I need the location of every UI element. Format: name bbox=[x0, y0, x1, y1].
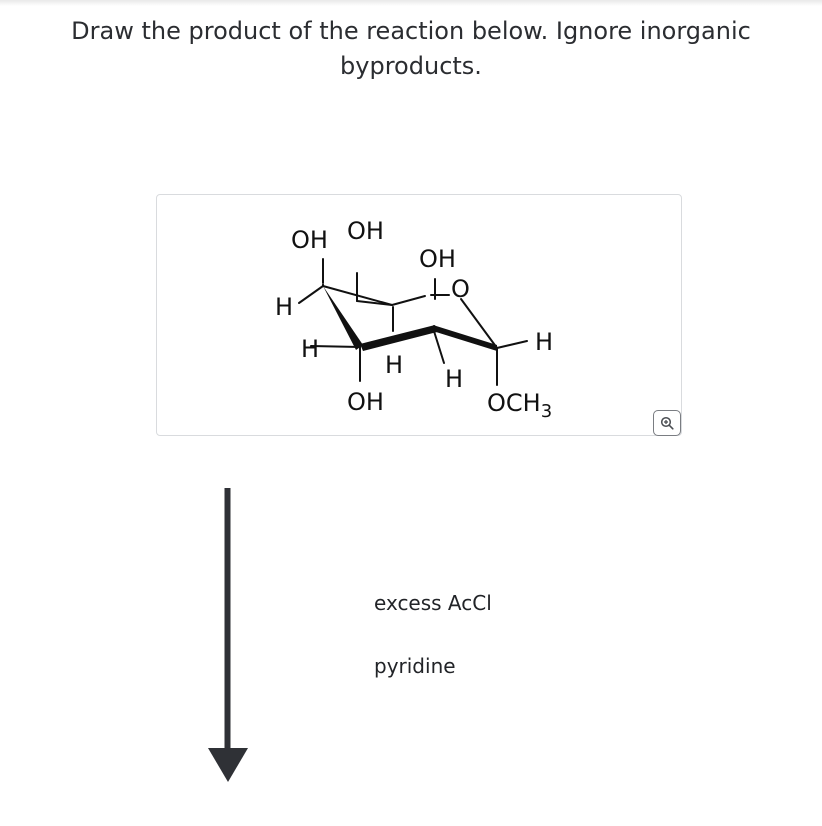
bond-c1-h bbox=[496, 340, 528, 349]
top-edge-shadow bbox=[0, 0, 822, 6]
label-h-mid: H bbox=[385, 351, 403, 379]
question-text: Draw the product of the reaction below. … bbox=[60, 14, 762, 84]
bond-c5-ringO bbox=[391, 295, 426, 306]
zoom-in-icon bbox=[660, 416, 674, 430]
wedge-right bbox=[433, 325, 497, 351]
label-och3-main: OCH bbox=[487, 389, 541, 417]
reaction-arrow-head bbox=[208, 748, 248, 782]
bond-c4-c5 bbox=[322, 285, 393, 306]
label-och3-subscript: 3 bbox=[541, 401, 552, 422]
label-h-left: H bbox=[275, 293, 293, 321]
label-oh-top-left: OH bbox=[291, 226, 328, 254]
question-line-2: byproducts. bbox=[340, 52, 482, 80]
bond-c2-h bbox=[432, 327, 445, 364]
label-oh-top-mid: OH bbox=[347, 217, 384, 245]
label-h-right-lower: H bbox=[445, 365, 463, 393]
label-oh-ring-top: OH bbox=[419, 245, 456, 273]
bond-c4-h bbox=[298, 285, 324, 304]
reactant-structure-card: OH OH OH O H H H H H OH OCH3 bbox=[156, 194, 682, 436]
reagent-excess-acetyl-chloride: excess AcCl bbox=[374, 591, 492, 615]
bond-c3-h bbox=[310, 345, 361, 348]
label-h-lower-left: H bbox=[301, 335, 319, 363]
label-oh-bottom: OH bbox=[347, 388, 384, 416]
wedge-bottom bbox=[360, 325, 437, 351]
reagent-pyridine: pyridine bbox=[374, 654, 456, 678]
bond-ringO-c1 bbox=[460, 298, 498, 349]
label-ring-oxygen: O bbox=[451, 275, 470, 303]
wedge-left bbox=[323, 286, 363, 350]
reaction-arrow-shaft bbox=[224, 488, 231, 750]
reaction-arrow bbox=[208, 488, 248, 782]
label-och3: OCH3 bbox=[487, 389, 552, 422]
zoom-in-button[interactable] bbox=[653, 410, 681, 436]
label-h-anomeric: H bbox=[535, 328, 553, 356]
glucoside-structure: OH OH OH O H H H H H OH OCH3 bbox=[275, 217, 553, 422]
question-line-1: Draw the product of the reaction below. … bbox=[71, 17, 751, 45]
